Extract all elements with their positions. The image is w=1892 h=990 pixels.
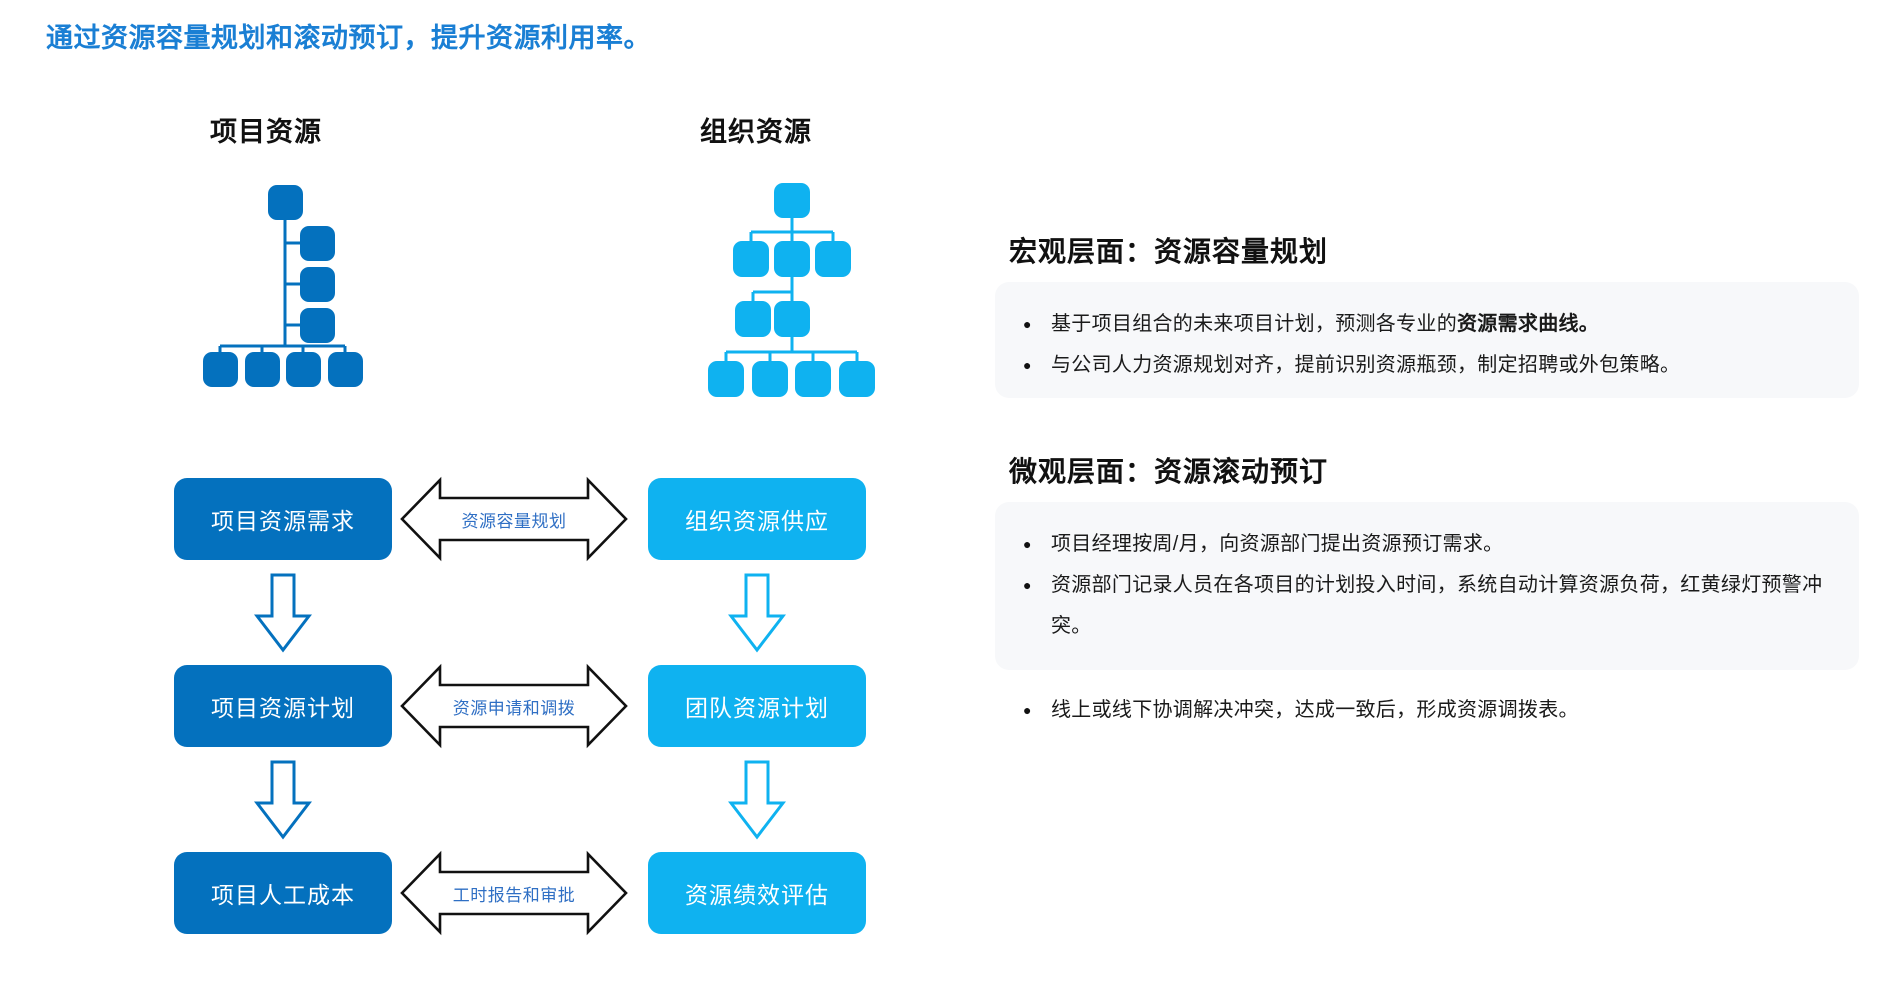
flow-node-resource-performance[interactable]: 资源绩效评估: [648, 852, 866, 934]
bullet-text: 资源部门记录人员在各项目的计划投入时间，系统自动计算资源负荷，红黄绿灯预警冲突。: [1051, 574, 1823, 637]
down-arrow-icon-left-2: [253, 759, 313, 846]
column-heading-project: 项目资源: [210, 117, 322, 147]
bidirectional-arrow-capacity-planning[interactable]: 资源容量规划: [398, 476, 630, 562]
bullet-text: 基于项目组合的未来项目计划，预测各专业的: [1051, 313, 1457, 335]
list-item: 资源部门记录人员在各项目的计划投入时间，系统自动计算资源负荷，红黄绿灯预警冲突。: [1021, 565, 1833, 647]
section-title-macro: 宏观层面：资源容量规划: [1009, 236, 1329, 267]
flow-chart: 项目资源需求 组织资源供应 项目资源计划 团队资源计划 项目人工成本 资源绩效评…: [0, 110, 960, 990]
down-arrow-icon-right-1: [727, 572, 787, 659]
section-title-micro: 微观层面：资源滚动预订: [1009, 456, 1329, 487]
section-card-macro: 基于项目组合的未来项目计划，预测各专业的资源需求曲线。 与公司人力资源规划对齐，…: [995, 282, 1859, 398]
section-card-micro: 项目经理按周/月，向资源部门提出资源预订需求。 资源部门记录人员在各项目的计划投…: [995, 502, 1859, 670]
bullet-text: 线上或线下协调解决冲突，达成一致后，形成资源调拨表。: [1051, 699, 1579, 721]
bullet-text-strong: 资源需求曲线。: [1457, 313, 1600, 335]
bullet-text: 与公司人力资源规划对齐，提前识别资源瓶颈，制定招聘或外包策略。: [1051, 354, 1681, 376]
arrow-label-resource-request: 资源申请和调拨: [452, 698, 576, 718]
down-arrow-icon-left-1: [253, 572, 313, 659]
list-item: 项目经理按周/月，向资源部门提出资源预订需求。: [1021, 524, 1833, 565]
org-chart-icon: [665, 170, 915, 405]
bidirectional-arrow-resource-request[interactable]: 资源申请和调拨: [398, 663, 630, 749]
flow-node-org-resource-supply[interactable]: 组织资源供应: [648, 478, 866, 560]
arrow-label-capacity-planning: 资源容量规划: [461, 511, 567, 531]
bullet-text: 项目经理按周/月，向资源部门提出资源预订需求。: [1051, 533, 1504, 555]
bidirectional-arrow-timesheet-approval[interactable]: 工时报告和审批: [398, 850, 630, 936]
list-item: 与公司人力资源规划对齐，提前识别资源瓶颈，制定招聘或外包策略。: [1021, 345, 1833, 386]
content-panel: 宏观层面：资源容量规划 基于项目组合的未来项目计划，预测各专业的资源需求曲线。 …: [995, 0, 1865, 984]
wbs-tree-icon: [180, 170, 410, 405]
list-item: 线上或线下协调解决冲突，达成一致后，形成资源调拨表。: [1021, 690, 1579, 731]
down-arrow-icon-right-2: [727, 759, 787, 846]
flow-node-team-resource-plan[interactable]: 团队资源计划: [648, 665, 866, 747]
diagram-panel: 项目资源 组织资源: [0, 110, 960, 990]
list-item: 基于项目组合的未来项目计划，预测各专业的资源需求曲线。: [1021, 304, 1833, 345]
flow-node-project-labor-cost[interactable]: 项目人工成本: [174, 852, 392, 934]
column-heading-organization: 组织资源: [700, 117, 812, 147]
flow-node-project-resource-demand[interactable]: 项目资源需求: [174, 478, 392, 560]
page-title: 通过资源容量规划和滚动预订，提升资源利用率。: [46, 23, 651, 53]
flow-node-project-resource-plan[interactable]: 项目资源计划: [174, 665, 392, 747]
arrow-label-timesheet-approval: 工时报告和审批: [452, 885, 576, 905]
